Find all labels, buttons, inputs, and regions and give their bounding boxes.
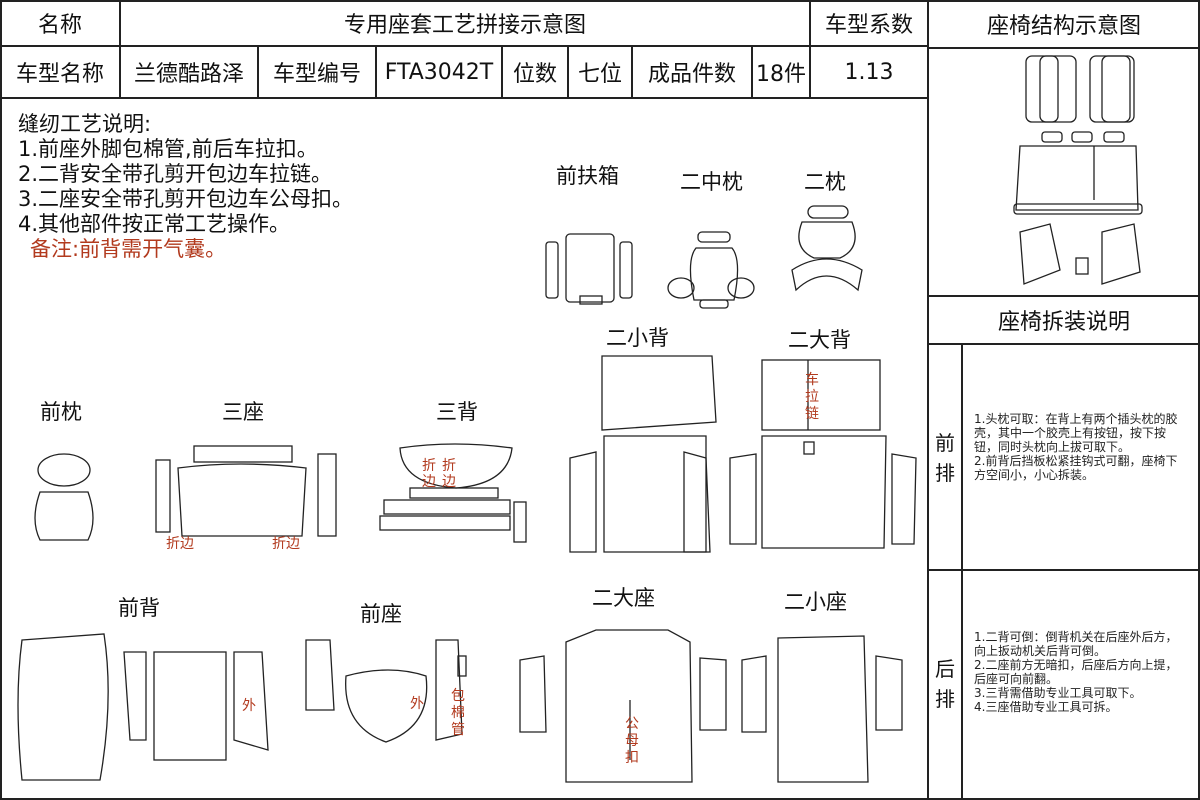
- annotation-fold-edge-left: 折边: [166, 536, 194, 552]
- front-row-instructions: 1.头枕可取：在背上有两个插头枕的胶壳，其中一个胶壳上有按钮，按下按钮，同时头枕…: [974, 412, 1178, 482]
- removal-title: 座椅拆装说明: [997, 310, 1130, 335]
- label-front-pillow: 前枕: [40, 400, 82, 424]
- sheet-title: 专用座套工艺拼接示意图: [343, 13, 586, 38]
- model-name-label: 车型名称: [15, 62, 104, 87]
- label-second-mid-pillow: 二中枕: [680, 170, 743, 194]
- annotation-outer-front-back: 外: [242, 698, 256, 714]
- seat-structure-figure: [1013, 55, 1143, 285]
- label-second-small-seat: 二小座: [784, 590, 847, 614]
- annotation-fold-1: 折: [422, 458, 436, 474]
- note-item: 4.其他部件按正常工艺操作。: [18, 212, 291, 236]
- second-small-back-pieces: [569, 355, 717, 553]
- rear-row-label: 后排: [935, 657, 955, 711]
- notes-remark: 备注:前背需开气囊。: [30, 237, 227, 261]
- structure-title: 座椅结构示意图: [986, 14, 1141, 39]
- sewing-notes: 缝纫工艺说明: 1.前座外脚包棉管,前后车拉扣。 2.二背安全带孔剪开包边车拉链…: [18, 112, 353, 262]
- annotation-outer-front-seat: 外: [410, 696, 424, 712]
- annotation-zipper: 车拉链: [805, 372, 819, 422]
- annotation-edge-2: 边: [442, 474, 456, 490]
- note-item: 2.二背安全带孔剪开包边车拉链。: [18, 162, 333, 186]
- model-code: FTA3042T: [384, 59, 494, 85]
- seats-value: 七位: [577, 62, 622, 87]
- label-second-big-back: 二大背: [788, 328, 851, 352]
- coef-value: 1.13: [844, 59, 894, 85]
- second-pillow-pieces: [791, 205, 863, 292]
- annotation-edge-1: 边: [422, 474, 436, 490]
- front-row-label: 前排: [935, 431, 955, 485]
- label-second-big-seat: 二大座: [592, 586, 655, 610]
- third-back-pieces: [379, 443, 527, 543]
- label-front-back: 前背: [118, 596, 160, 620]
- second-big-back-pieces: [729, 359, 917, 549]
- model-code-label: 车型编号: [272, 62, 361, 87]
- note-item: 3.二座安全带孔剪开包边车公母扣。: [18, 187, 354, 211]
- front-seat-pieces: [305, 639, 467, 743]
- annotation-fold-edge-right: 折边: [272, 536, 300, 552]
- pieces-value: 18件: [756, 62, 806, 87]
- second-big-seat-pieces: [519, 629, 727, 783]
- note-item: 1.前座外脚包棉管,前后车拉扣。: [18, 137, 318, 161]
- front-pillow-pieces: [34, 453, 94, 541]
- front-back-pieces: [17, 633, 269, 781]
- model-name: 兰德酷路泽: [133, 62, 244, 87]
- coef-label: 车型系数: [824, 13, 913, 38]
- label-second-pillow: 二枕: [804, 170, 846, 194]
- label-third-seat: 三座: [222, 400, 264, 424]
- label-third-back: 三背: [436, 400, 478, 424]
- third-seat-pieces: [155, 445, 337, 537]
- name-label: 名称: [37, 13, 82, 38]
- annotation-wrap-cotton-tube: 包棉管: [451, 688, 465, 738]
- second-small-seat-pieces: [741, 635, 903, 783]
- seats-label: 位数: [512, 62, 557, 87]
- rear-row-instructions: 1.二背可倒：倒背机关在后座外后方，向上扳动机关后背可倒。 2.二座前方无暗扣，…: [974, 630, 1178, 714]
- second-mid-pillow-pieces: [667, 231, 755, 309]
- notes-title: 缝纫工艺说明:: [18, 112, 152, 136]
- pieces-label: 成品件数: [647, 62, 736, 87]
- label-front-seat: 前座: [360, 602, 402, 626]
- label-front-box: 前扶箱: [556, 164, 619, 188]
- label-second-small-back: 二小背: [606, 326, 669, 350]
- annotation-snap-button: 公母扣: [625, 716, 639, 766]
- annotation-fold-2: 折: [442, 458, 456, 474]
- front-box-pieces: [545, 233, 633, 305]
